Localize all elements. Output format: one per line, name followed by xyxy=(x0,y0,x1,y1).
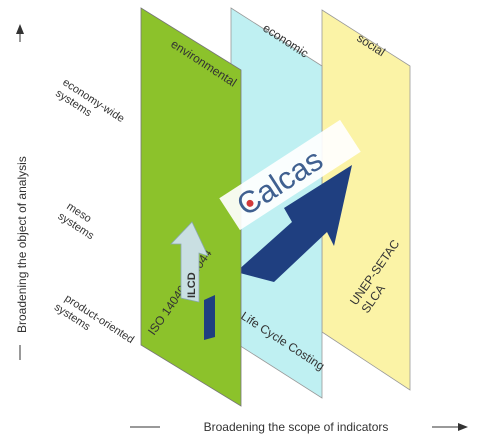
big-arrow xyxy=(236,165,352,282)
vertical-axis-label: Broadening the object of analysis xyxy=(15,156,29,333)
ilcd-label: ILCD xyxy=(186,272,198,298)
panel-environmental: environmental ISO 14040 - 14044 ILCD xyxy=(140,7,242,407)
horizontal-axis-label: Broadening the scope of indicators xyxy=(204,420,389,434)
panel-environmental-plane xyxy=(140,7,242,407)
panel-social: social UNEP-SETAC SLCA xyxy=(321,9,411,391)
ilcd-arrow-shape xyxy=(170,221,209,303)
level-label-economy-wide: economy-wide systems xyxy=(53,76,129,137)
vertical-axis-arrowhead xyxy=(16,24,24,34)
small-navy-bar xyxy=(204,295,215,340)
horizontal-axis: Broadening the scope of indicators xyxy=(130,420,468,434)
level-labels: economy-wide systems meso systems produc… xyxy=(52,76,139,358)
horizontal-axis-arrowhead xyxy=(458,423,468,431)
vertical-axis: Broadening the object of analysis xyxy=(15,24,29,360)
calcas-banner-background xyxy=(219,119,361,231)
calcas-dot-icon xyxy=(246,199,254,207)
level-label-product-oriented: product-oriented systems xyxy=(52,290,139,358)
level-label-meso: meso systems xyxy=(56,199,104,242)
ilcd-arrow: ILCD xyxy=(170,221,209,303)
